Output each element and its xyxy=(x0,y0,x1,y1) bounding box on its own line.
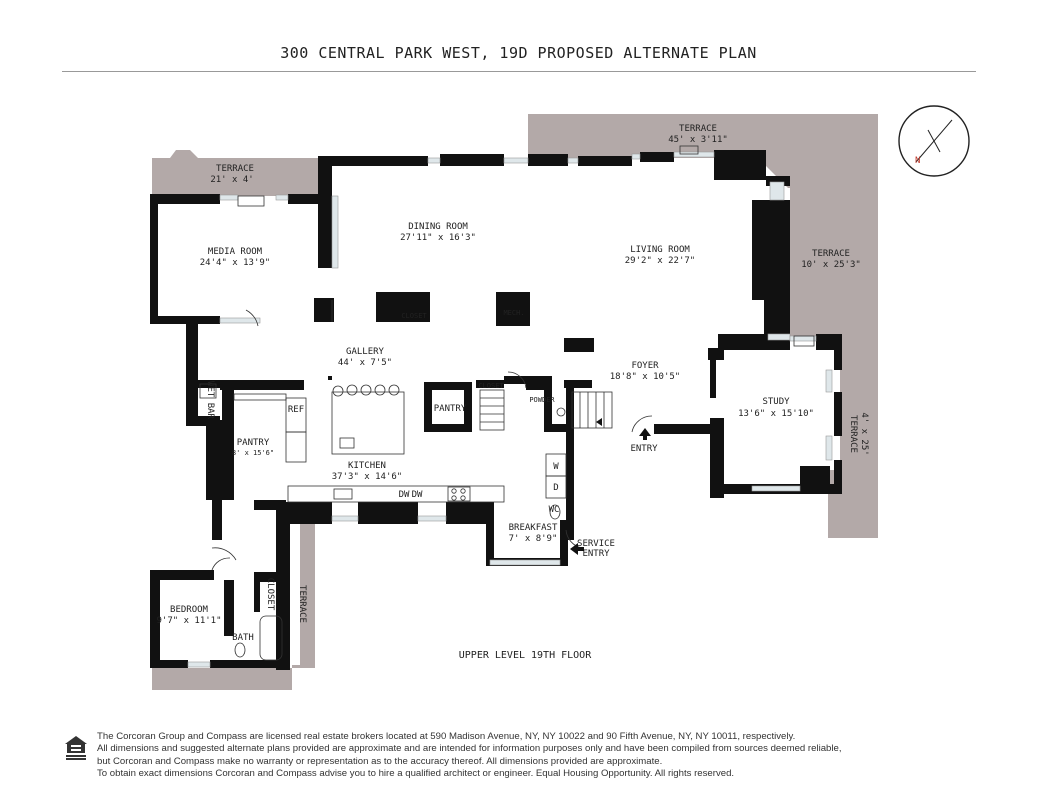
gallery-dims: 44' x 7'5" xyxy=(338,358,392,368)
foyer-dims: 18'8" x 10'5" xyxy=(610,372,680,382)
disclaimer-line-3: but Corcoran and Compass make no warrant… xyxy=(97,755,663,767)
breakfast-name: BREAKFAST xyxy=(509,523,558,533)
kitchen-island xyxy=(331,391,405,455)
media-room-name: MEDIA ROOM xyxy=(208,247,263,257)
windows xyxy=(187,151,833,668)
ref-label: REF xyxy=(288,405,304,415)
small-labels: CLOSET MECH. CLOSET POWDER REF DW DW W D… xyxy=(232,309,658,643)
bedroom-dims: 9'7" x 11'1" xyxy=(156,616,221,626)
w-label: W xyxy=(553,462,559,472)
terrace-study-dims: 4' x 25' xyxy=(859,412,869,455)
kitchen-name: KITCHEN xyxy=(348,461,386,471)
service-entry-arrow-icon xyxy=(570,543,584,555)
media-room-dims: 24'4" x 13'9" xyxy=(200,258,270,268)
d-label: D xyxy=(553,483,558,493)
terrace-bottom-name: TERRACE xyxy=(297,585,307,623)
breakfast-dims: 7' x 8'9" xyxy=(509,534,558,544)
bedroom-name: BEDROOM xyxy=(170,605,209,615)
floor-label: UPPER LEVEL 19TH FLOOR xyxy=(459,650,592,661)
mech-label: MECH. xyxy=(503,309,524,317)
room-labels: TERRACE 45' x 3'11" TERRACE 21' x 4' TER… xyxy=(156,124,860,661)
closet-gallery-label: CLOSET xyxy=(401,312,427,320)
entry-label: ENTRY xyxy=(630,444,658,454)
foyer-name: FOYER xyxy=(631,361,659,371)
pantry-small-name: PANTRY xyxy=(434,404,467,414)
compass: N xyxy=(898,105,970,177)
wet-bar-label: WET BAR xyxy=(205,381,215,420)
powder-label: POWDER xyxy=(529,396,555,404)
walls xyxy=(150,150,842,670)
title-rule xyxy=(62,71,976,72)
study-name: STUDY xyxy=(762,397,790,407)
kitchen-counter xyxy=(287,485,505,503)
pantry-left-name: PANTRY xyxy=(237,438,270,448)
compass-north-label: N xyxy=(915,156,920,166)
terrace-top-area xyxy=(528,114,878,538)
terrace-left-name: TERRACE xyxy=(216,164,254,174)
disclaimer-line-2: All dimensions and suggested alternate p… xyxy=(97,743,842,755)
pantry-left-dims: 8' x 15'6" xyxy=(232,449,274,457)
entry-arrows xyxy=(570,418,651,555)
dining-room-dims: 27'11" x 16'3" xyxy=(400,233,476,243)
terrace-left-area xyxy=(152,150,318,196)
gallery-name: GALLERY xyxy=(346,347,385,357)
rotated-labels: TERRACE 4' x 25' TERRACE WET BAR CLOSET xyxy=(205,381,869,623)
terrace-top-name: TERRACE xyxy=(679,124,717,134)
foyer-stair-arrow-icon xyxy=(596,418,602,426)
study-dims: 13'6" x 15'10" xyxy=(738,409,814,419)
disclaimer-line-1: The Corcoran Group and Compass are licen… xyxy=(97,731,796,742)
disclaimer-line-4: To obtain exact dimensions Corcoran and … xyxy=(97,767,735,779)
interior-floor xyxy=(152,160,840,665)
closet-bedroom-label: CLOSET xyxy=(265,578,275,611)
service-entry-label-2: ENTRY xyxy=(582,549,610,559)
disclaimer: The Corcoran Group and Compass are licen… xyxy=(97,731,977,780)
fixtures xyxy=(199,145,815,661)
living-room-name: LIVING ROOM xyxy=(630,245,690,255)
equal-housing-icon xyxy=(65,736,87,760)
service-entry-label-1: SERVICE xyxy=(577,539,615,549)
kitchen-dims: 37'3" x 14'6" xyxy=(332,472,402,482)
terrace-right-name: TERRACE xyxy=(812,249,850,259)
terrace-right-dims: 10' x 25'3" xyxy=(801,260,861,270)
dw1-label: DW xyxy=(399,490,410,500)
living-room-dims: 29'2" x 22'7" xyxy=(625,256,695,266)
entry-arrow-icon xyxy=(639,428,651,440)
wc-label: WC xyxy=(549,505,560,515)
bath-label: BATH xyxy=(232,633,254,643)
terrace-top-dims: 45' x 3'11" xyxy=(668,135,728,145)
closet-small-label: CLOSET xyxy=(478,382,504,390)
dining-room-name: DINING ROOM xyxy=(408,222,468,232)
terrace-left-dims: 21' x 4' xyxy=(210,175,253,185)
terrace-study-name: TERRACE xyxy=(848,415,858,453)
dw2-label: DW xyxy=(412,490,423,500)
plan-title: 300 CENTRAL PARK WEST, 19D PROPOSED ALTE… xyxy=(280,44,757,62)
